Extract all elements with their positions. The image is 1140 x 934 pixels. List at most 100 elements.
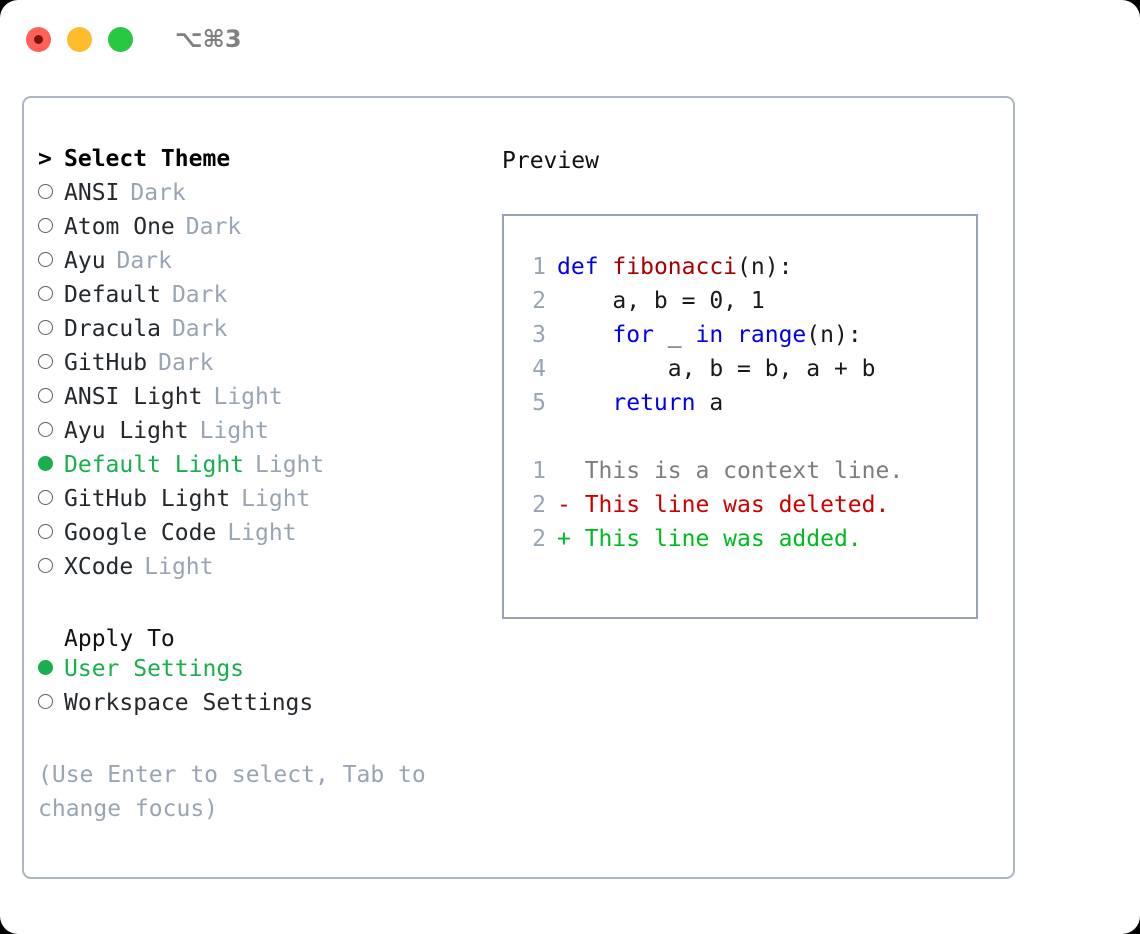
radio-unselected-icon <box>38 490 53 505</box>
theme-list-item[interactable]: Ayu Dark <box>38 248 488 282</box>
code-line: 4 a, b = b, a + b <box>524 352 976 386</box>
diff-text: This line was added. <box>584 526 862 552</box>
radio-unselected-icon <box>38 286 53 301</box>
close-button[interactable] <box>26 26 51 52</box>
diff-text: This is a context line. <box>584 458 904 484</box>
radio-unselected-icon <box>38 184 53 199</box>
section-spacer <box>38 588 488 622</box>
radio-marker <box>38 282 64 308</box>
minimize-button[interactable] <box>67 26 92 52</box>
code-token: range <box>737 322 807 348</box>
code-token: in <box>695 322 724 348</box>
theme-variant-badge: Dark <box>171 282 228 308</box>
diff-sign: + <box>557 526 585 552</box>
maximize-button[interactable] <box>108 26 133 52</box>
diff-sample: 1 This is a context line.2- This line wa… <box>524 454 976 556</box>
radio-marker <box>38 656 64 682</box>
theme-name: XCode <box>64 554 134 580</box>
code-token <box>557 390 612 416</box>
radio-marker <box>38 690 64 716</box>
code-token: for <box>612 322 654 348</box>
code-token <box>599 254 613 280</box>
radio-unselected-icon <box>38 694 53 709</box>
theme-variant-badge: Light <box>213 384 283 410</box>
code-line: 5 return a <box>524 386 976 420</box>
theme-variant-badge: Dark <box>185 214 242 240</box>
theme-name: Ayu <box>64 248 106 274</box>
apply-to-title: Apply To <box>64 626 175 652</box>
code-diff-spacer <box>524 420 976 454</box>
theme-list-item[interactable]: ANSI Dark <box>38 180 488 214</box>
theme-list-item[interactable]: Dracula Dark <box>38 316 488 350</box>
radio-marker <box>38 418 64 444</box>
line-number: 2 <box>532 526 546 552</box>
radio-marker <box>38 248 64 274</box>
apply-to-option[interactable]: User Settings <box>38 656 488 690</box>
theme-name: Ayu Light <box>64 418 189 444</box>
radio-marker <box>38 316 64 342</box>
theme-name: Default <box>64 282 161 308</box>
radio-unselected-icon <box>38 252 53 267</box>
radio-marker <box>38 180 64 206</box>
line-number: 1 <box>532 254 546 280</box>
theme-name: ANSI Light <box>64 384 203 410</box>
theme-variant-badge: Light <box>227 520 297 546</box>
keyboard-hint-text: (Use Enter to select, Tab to change focu… <box>38 762 426 822</box>
theme-variant-badge: Dark <box>158 350 214 376</box>
line-number: 2 <box>532 492 546 518</box>
code-token: a <box>695 390 724 416</box>
apply-to-option[interactable]: Workspace Settings <box>38 690 488 724</box>
radio-marker <box>38 554 64 580</box>
radio-marker <box>38 350 64 376</box>
theme-name: Dracula <box>64 316 161 342</box>
line-number: 3 <box>532 322 546 348</box>
diff-line: 2- This line was deleted. <box>524 488 976 522</box>
code-token <box>723 322 737 348</box>
code-token: (n): <box>737 254 793 280</box>
radio-unselected-icon <box>38 388 53 403</box>
diff-line: 1 This is a context line. <box>524 454 976 488</box>
diff-sign <box>557 458 585 484</box>
radio-unselected-icon <box>38 218 53 233</box>
radio-unselected-icon <box>38 524 53 539</box>
theme-variant-badge: Dark <box>116 248 172 274</box>
theme-variant-badge: Dark <box>171 316 228 342</box>
theme-name: Google Code <box>64 520 217 546</box>
radio-marker <box>38 520 64 546</box>
code-token: def <box>557 254 599 280</box>
theme-list-item[interactable]: Default Dark <box>38 282 488 316</box>
code-token <box>557 322 612 348</box>
radio-unselected-icon <box>38 320 53 335</box>
theme-variant-badge: Light <box>255 452 325 478</box>
theme-list-item[interactable]: Ayu Light Light <box>38 418 488 452</box>
line-number: 2 <box>532 288 546 314</box>
theme-list-item[interactable]: Google Code Light <box>38 520 488 554</box>
code-token: a, b = b, a + b <box>557 356 876 382</box>
theme-name: ANSI <box>64 180 120 206</box>
diff-sign: - <box>557 492 585 518</box>
code-token: return <box>612 390 696 416</box>
theme-variant-badge: Dark <box>130 180 186 206</box>
radio-selected-icon <box>38 660 53 675</box>
diff-line: 2 + This line was added. <box>524 522 976 556</box>
theme-list-item[interactable]: ANSI Light Light <box>38 384 488 418</box>
code-token: _ <box>653 322 696 348</box>
radio-marker <box>38 384 64 410</box>
theme-variant-badge: Light <box>241 486 311 512</box>
theme-picker-header: > Select Theme <box>38 146 488 180</box>
code-line: 2 a, b = 0, 1 <box>524 284 976 318</box>
radio-unselected-icon <box>38 558 53 573</box>
keyboard-shortcut-label: ⌥⌘3 <box>175 25 242 53</box>
theme-variant-badge: Light <box>199 418 269 444</box>
radio-marker <box>38 214 64 240</box>
